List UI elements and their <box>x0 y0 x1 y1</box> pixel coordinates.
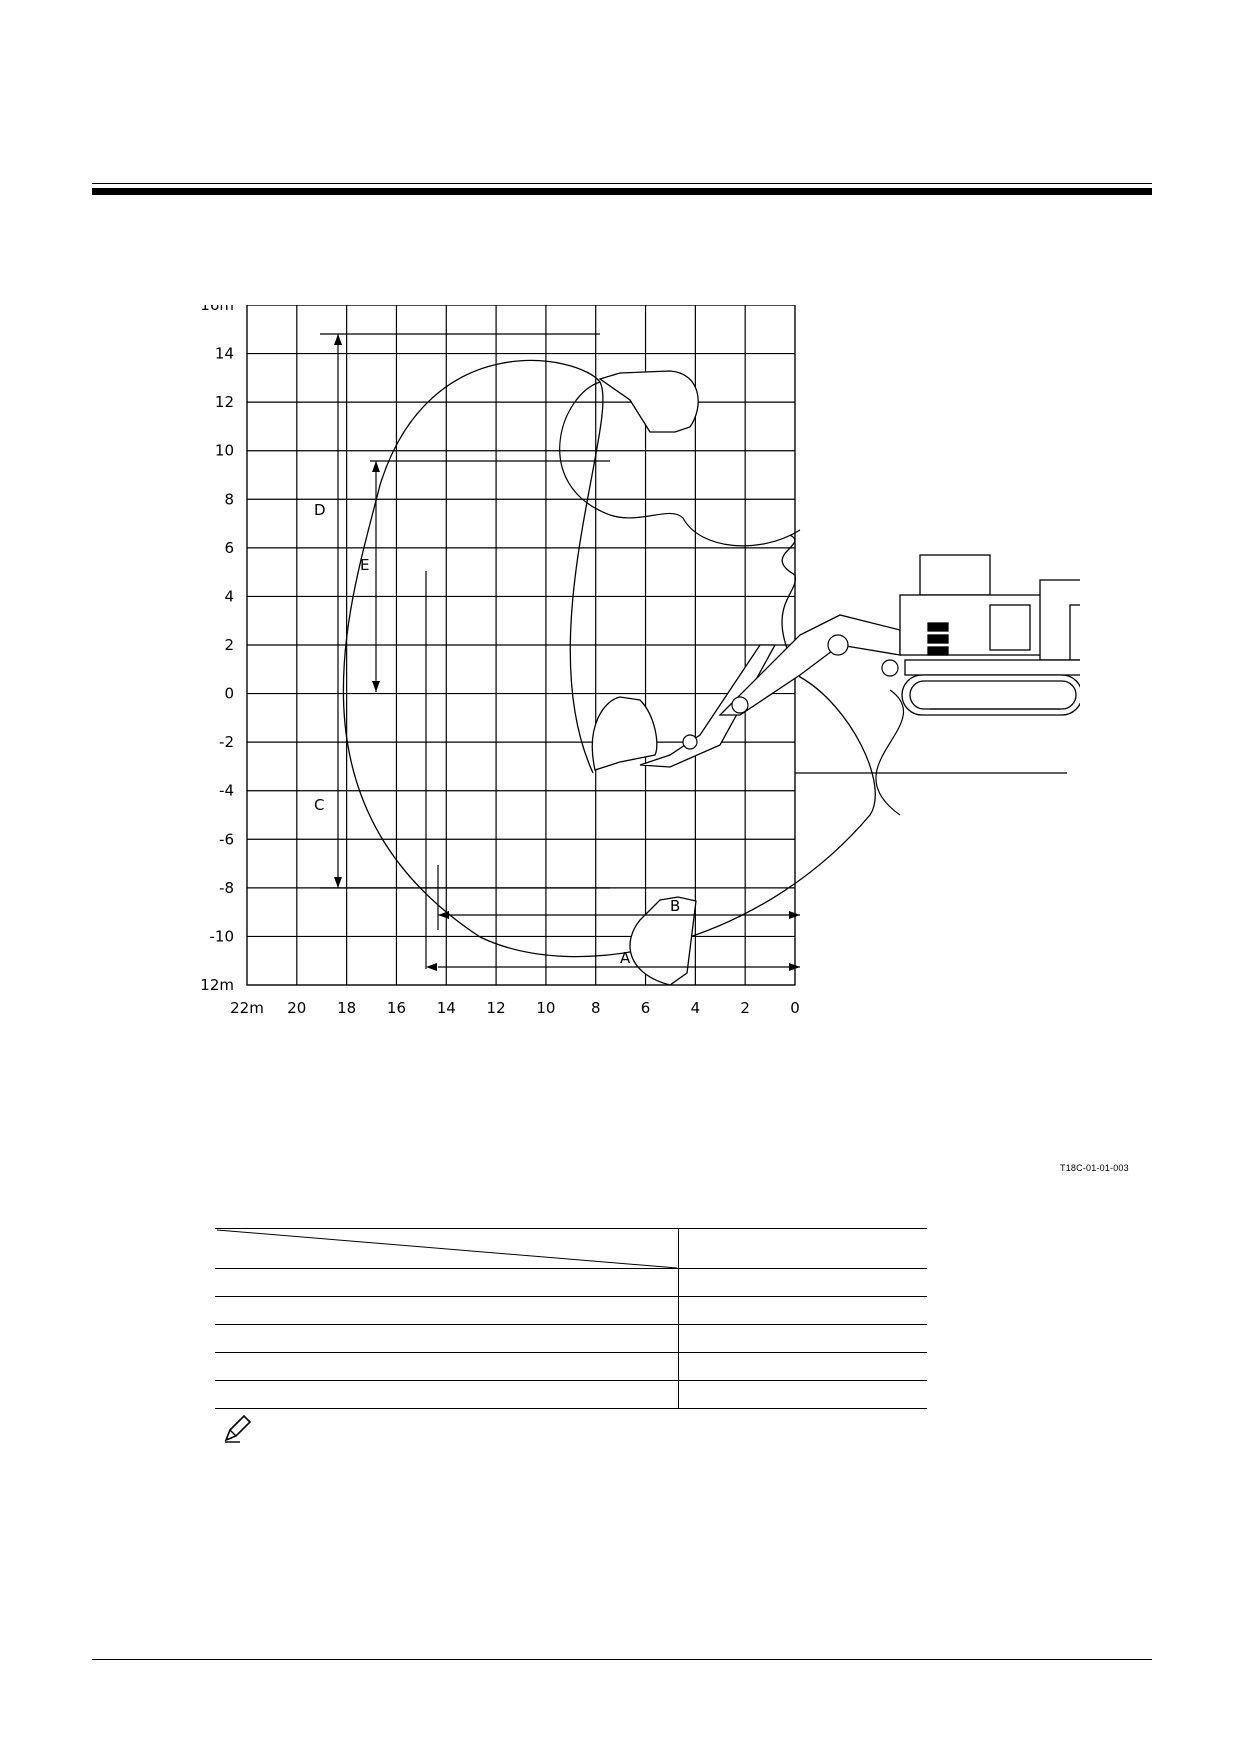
table-column-divider <box>678 1228 679 1409</box>
arm <box>639 644 777 768</box>
top-bucket <box>598 370 699 433</box>
spec-table <box>215 1228 927 1410</box>
table-rule <box>215 1352 927 1353</box>
x-tick-label: 12 <box>487 999 506 1017</box>
x-tick-label: 14 <box>437 999 456 1017</box>
header-rule-thin <box>92 183 1152 184</box>
cylinder-pin <box>881 659 899 677</box>
bottom-bucket <box>629 896 697 986</box>
dimension-lines <box>320 333 800 969</box>
x-tick-label: 4 <box>691 999 701 1017</box>
y-axis-ticks: 16m 14 12 10 8 6 4 2 0 -2 -4 -6 -8 -10 -12m <box>200 305 234 994</box>
dim-label-c: C <box>314 796 324 814</box>
y-tick-label: 4 <box>224 587 234 605</box>
table-rule <box>215 1268 927 1269</box>
boom-pin <box>731 696 749 714</box>
table-rule <box>215 1296 927 1297</box>
y-tick-label: -2 <box>219 733 234 751</box>
y-tick-label: 12 <box>215 393 234 411</box>
dim-label-d: D <box>314 501 326 519</box>
arm-pivot <box>682 734 698 750</box>
y-tick-label: 6 <box>224 539 234 557</box>
x-tick-label: 22m <box>230 999 264 1017</box>
y-tick-label: -12m <box>200 976 234 994</box>
dim-label-a: A <box>620 949 631 967</box>
y-tick-label: 8 <box>224 490 234 508</box>
y-tick-label: -8 <box>219 879 234 897</box>
x-tick-label: 0 <box>790 999 800 1017</box>
dimension-arrowheads <box>334 334 800 971</box>
table-rule <box>215 1380 927 1381</box>
y-tick-label: 14 <box>215 345 234 363</box>
y-tick-label: 10 <box>215 442 234 460</box>
x-tick-label: 20 <box>287 999 306 1017</box>
y-tick-label: 0 <box>224 685 234 703</box>
grid <box>246 305 796 986</box>
bucket-swing-arc <box>559 381 801 547</box>
footer-rule <box>92 1659 1152 1660</box>
x-tick-label: 10 <box>536 999 555 1017</box>
x-tick-label: 6 <box>641 999 651 1017</box>
table-rule <box>215 1324 927 1325</box>
dim-label-e: E <box>360 556 369 574</box>
y-tick-label: 2 <box>224 636 234 654</box>
y-tick-label: -6 <box>219 830 234 848</box>
pencil-note-icon <box>224 1414 252 1443</box>
figure-code: T18C-01-01-003 <box>1060 1163 1129 1173</box>
header-rule <box>92 188 1152 195</box>
y-tick-label: -10 <box>210 927 235 945</box>
lower-arc <box>875 689 904 816</box>
x-tick-label: 8 <box>591 999 601 1017</box>
boom-foot-pin <box>827 634 849 656</box>
x-tick-label: 18 <box>337 999 356 1017</box>
excavator-machine <box>899 554 1080 716</box>
table-rule <box>215 1228 927 1229</box>
table-rule <box>215 1408 927 1409</box>
x-tick-label: 16 <box>387 999 406 1017</box>
dim-label-b: B <box>670 897 680 915</box>
table-corner-diagonal <box>216 1229 678 1269</box>
ground-bucket <box>591 696 658 771</box>
y-tick-label: -4 <box>219 782 234 800</box>
y-tick-label: 16m <box>200 305 234 314</box>
x-tick-label: 2 <box>740 999 750 1017</box>
